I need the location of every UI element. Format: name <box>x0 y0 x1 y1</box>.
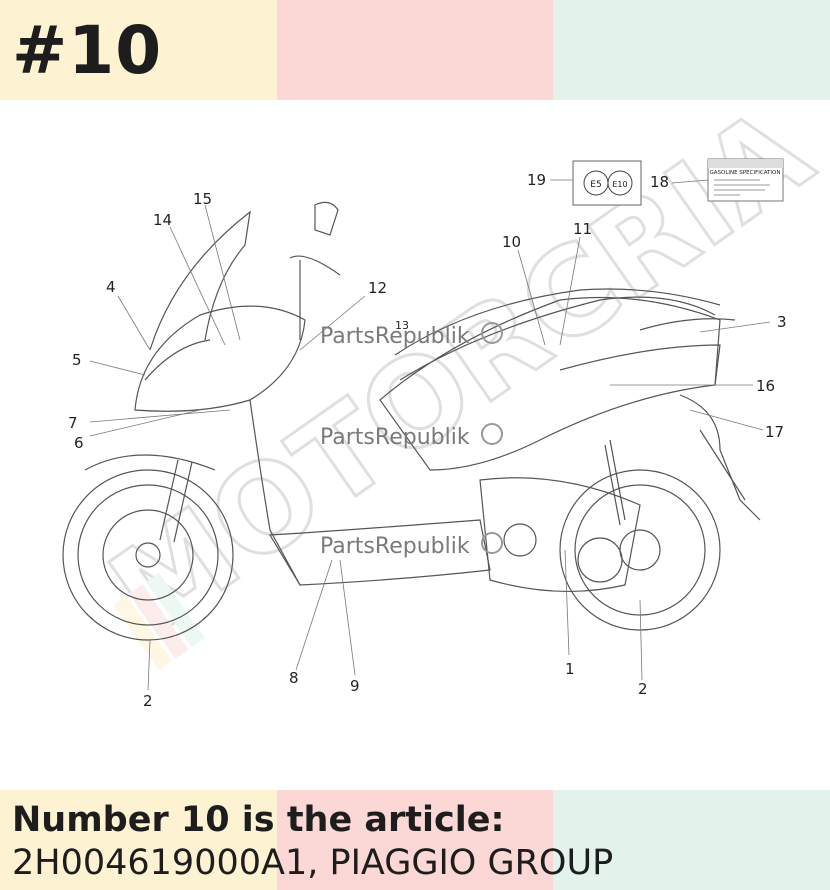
callout-14: 14 <box>153 211 172 229</box>
callout-4: 4 <box>106 278 116 296</box>
watermark-1: PartsRepublik <box>320 324 470 349</box>
callout-2-front: 2 <box>143 692 153 710</box>
watermark-gear-icon-1 <box>481 322 503 344</box>
leader-lines <box>89 179 771 691</box>
callout-10: 10 <box>502 233 521 251</box>
sticker-19: E5 E10 <box>572 160 642 206</box>
callout-16: 16 <box>756 377 775 395</box>
callout-17: 17 <box>765 423 784 441</box>
sticker-18-title: GASOLINE SPECIFICATION <box>709 170 780 176</box>
sticker-e10-label: E10 <box>612 180 627 189</box>
callout-13: 13 <box>395 319 409 332</box>
watermark-2: PartsRepublik <box>320 425 470 450</box>
callout-12: 12 <box>368 279 387 297</box>
header-band-pink <box>277 0 553 100</box>
footer-band-green <box>553 790 830 890</box>
callout-15: 15 <box>193 190 212 208</box>
callout-1: 1 <box>565 660 575 678</box>
watermarks: PartsRepublik PartsRepublik PartsRepubli… <box>320 322 503 559</box>
callout-5: 5 <box>72 351 82 369</box>
header-band <box>0 0 830 100</box>
header-band-green <box>553 0 830 100</box>
watermark-3: PartsRepublik <box>320 534 470 559</box>
callout-8: 8 <box>289 669 299 687</box>
callout-3: 3 <box>777 313 787 331</box>
callout-9: 9 <box>350 677 360 695</box>
scooter-drawing <box>62 201 761 641</box>
footer-band-pink <box>277 790 553 890</box>
header-band-yellow <box>0 0 277 100</box>
footer-band-yellow <box>0 790 277 890</box>
callout-7: 7 <box>68 414 78 432</box>
callout-2-rear: 2 <box>638 680 648 698</box>
sticker-18: GASOLINE SPECIFICATION <box>707 158 784 202</box>
callout-19: 19 <box>527 171 546 189</box>
callout-labels: 1 2 2 3 4 5 6 7 8 9 10 11 12 13 14 15 16… <box>68 171 787 710</box>
callout-11: 11 <box>573 220 592 238</box>
watermark-gear-icon-3 <box>481 532 503 554</box>
article-heading: Number 10 is the article: <box>12 800 505 840</box>
watermark-gear-icon-2 <box>481 423 503 445</box>
scooter-decal-diagram: MOTORCRIA E5 E10 GASOLINE SPECIFICATION <box>62 100 830 710</box>
article-code: 2H004619000A1, PIAGGIO GROUP <box>12 843 614 883</box>
footer-band <box>0 790 830 890</box>
callout-18: 18 <box>650 173 669 191</box>
item-number-title: #10 <box>12 12 163 89</box>
callout-6: 6 <box>74 434 84 452</box>
sticker-e5-label: E5 <box>590 180 601 190</box>
